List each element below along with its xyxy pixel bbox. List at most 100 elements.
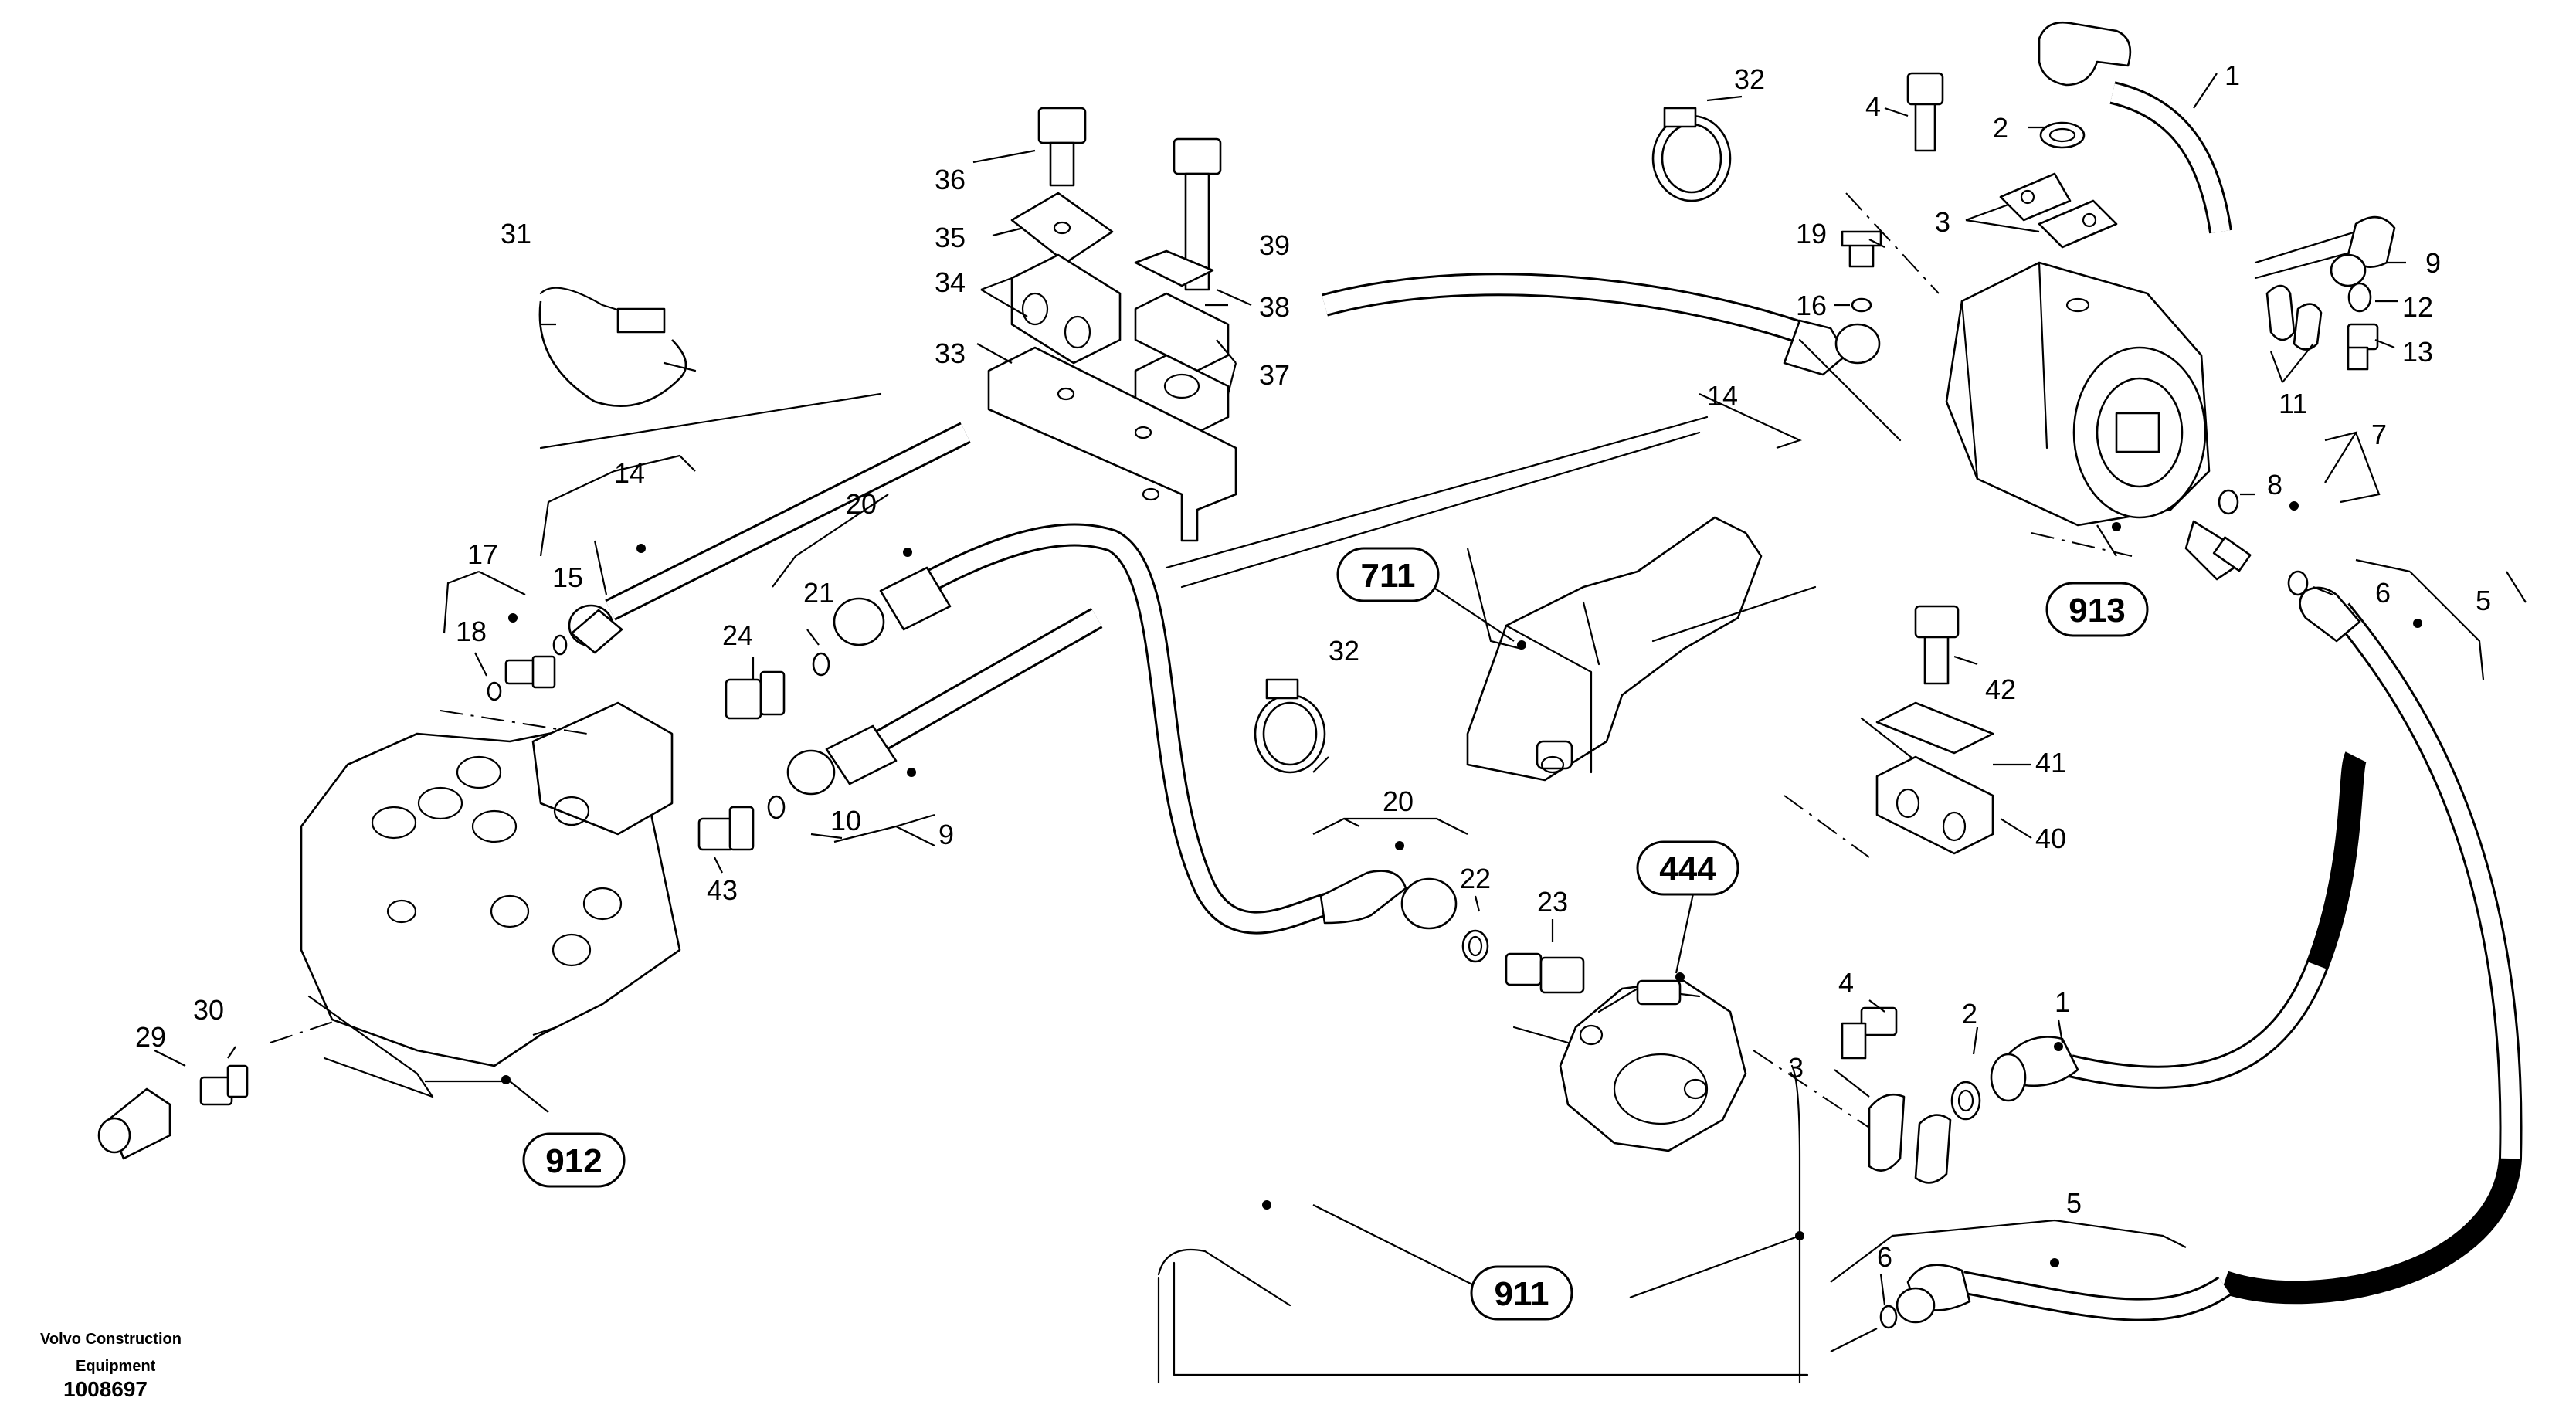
adapter-23 xyxy=(1505,952,1585,994)
reference-711-label: 711 xyxy=(1361,557,1416,595)
label-5-upper: 5 xyxy=(2476,585,2491,616)
label-43: 43 xyxy=(707,874,738,906)
label-2-lower: 2 xyxy=(1962,998,1977,1030)
label-21: 21 xyxy=(803,577,834,609)
o-ring-22 xyxy=(1461,929,1489,963)
label-20-right: 20 xyxy=(1383,785,1414,817)
screw-4-lower xyxy=(1841,1006,1898,1060)
washer-2-upper xyxy=(2039,121,2086,149)
screw-13 xyxy=(2347,323,2379,371)
label-2-upper: 2 xyxy=(1993,112,2008,144)
label-4-upper: 4 xyxy=(1865,90,1881,122)
screw-4-upper xyxy=(1906,72,1944,152)
split-flange-3-upper xyxy=(1999,172,2118,249)
split-flange-11 xyxy=(2265,284,2323,351)
label-7: 7 xyxy=(2371,419,2387,450)
leader-lines xyxy=(154,73,2527,1352)
label-9-right: 9 xyxy=(2425,247,2441,279)
label-19: 19 xyxy=(1796,218,1827,249)
label-13: 13 xyxy=(2402,336,2433,368)
adapter-17 xyxy=(504,655,556,689)
label-37: 37 xyxy=(1259,359,1290,391)
o-ring-8 xyxy=(2218,489,2239,515)
o-ring-15 xyxy=(552,634,568,656)
label-5-lower: 5 xyxy=(2066,1187,2082,1219)
label-8: 8 xyxy=(2267,469,2282,500)
o-ring-6-lower xyxy=(1879,1305,1898,1329)
label-1-upper: 1 xyxy=(2225,59,2240,91)
label-1-lower: 1 xyxy=(2055,986,2070,1018)
label-40: 40 xyxy=(2035,823,2066,854)
label-35: 35 xyxy=(935,222,966,253)
label-6-lower: 6 xyxy=(1877,1241,1892,1273)
frame-lines xyxy=(539,338,1971,1384)
reference-912: 912 xyxy=(522,1132,626,1188)
hose-assembly-1-upper xyxy=(2038,21,2232,234)
label-11: 11 xyxy=(2279,388,2307,419)
label-22: 22 xyxy=(1460,863,1491,894)
label-18: 18 xyxy=(456,616,487,647)
control-valve-912 xyxy=(300,701,681,1098)
reference-911: 911 xyxy=(1470,1265,1573,1321)
footer-brand: Volvo Construction Equipment 1008697 xyxy=(40,1331,182,1401)
hose-assembly-14-left xyxy=(568,422,971,654)
reference-913-label: 913 xyxy=(2069,592,2125,629)
fitting-19 xyxy=(1841,230,1882,268)
label-12: 12 xyxy=(2402,291,2433,323)
strap-clamp-31 xyxy=(538,287,697,407)
hose-assembly-20-left xyxy=(833,523,1332,935)
leader-dots xyxy=(501,501,2422,1267)
label-3-lower: 3 xyxy=(1788,1052,1804,1084)
plate-38 xyxy=(1134,249,1214,287)
bracket-711 xyxy=(1466,516,1817,782)
reference-912-label: 912 xyxy=(545,1142,602,1180)
o-ring-21 xyxy=(812,652,830,677)
plate-41 xyxy=(1875,701,1994,755)
adapter-30 xyxy=(199,1064,249,1106)
hose-clamp-32-upper xyxy=(1651,107,1732,202)
label-16: 16 xyxy=(1796,290,1827,321)
center-lines xyxy=(270,192,2133,1128)
split-flange-3-lower xyxy=(1868,1093,1952,1184)
o-ring-10 xyxy=(767,795,786,819)
hose-assembly-5-upper xyxy=(2221,586,2523,1305)
label-33: 33 xyxy=(935,338,966,369)
hose-assembly-9 xyxy=(786,607,1103,796)
adapter-fitting xyxy=(2184,520,2252,581)
label-20-left: 20 xyxy=(846,488,877,520)
reference-913: 913 xyxy=(2045,582,2149,637)
clamp-block-34 xyxy=(1010,253,1122,365)
o-ring-12 xyxy=(2347,282,2372,313)
o-ring-16 xyxy=(1851,297,1872,313)
label-32-middle: 32 xyxy=(1329,635,1359,667)
label-29: 29 xyxy=(135,1021,166,1053)
valve-unit-444 xyxy=(1512,979,1747,1152)
label-17: 17 xyxy=(467,538,498,570)
label-39: 39 xyxy=(1259,229,1290,261)
label-41: 41 xyxy=(2035,747,2066,779)
label-34: 34 xyxy=(935,266,966,298)
label-6-upper: 6 xyxy=(2375,577,2391,609)
label-31: 31 xyxy=(501,218,531,249)
hose-assembly-5-lower xyxy=(1896,1264,2232,1324)
sensor-29 xyxy=(97,1087,171,1160)
bolt-36 xyxy=(1037,107,1087,187)
hose-assembly-1-lower xyxy=(1990,751,2367,1102)
adapter-24 xyxy=(725,670,786,720)
reference-911-label: 911 xyxy=(1495,1275,1549,1313)
label-42: 42 xyxy=(1985,673,2016,705)
o-ring-18 xyxy=(487,681,502,701)
brand-line-1: Volvo Construction xyxy=(40,1331,182,1348)
hose-assembly-20-fitting xyxy=(1319,870,1458,930)
label-3-upper: 3 xyxy=(1935,206,1950,238)
reference-711: 711 xyxy=(1336,547,1440,602)
gear-pump-913 xyxy=(1945,261,2211,527)
clamp-block-40 xyxy=(1875,755,1994,855)
label-14-upper: 14 xyxy=(1707,380,1738,412)
hose-clamp-32-middle xyxy=(1254,678,1326,774)
washer-2-lower xyxy=(1950,1081,1981,1121)
reference-444: 444 xyxy=(1636,840,1739,896)
o-ring-6-upper xyxy=(2287,570,2309,596)
reference-444-label: 444 xyxy=(1659,850,1716,888)
